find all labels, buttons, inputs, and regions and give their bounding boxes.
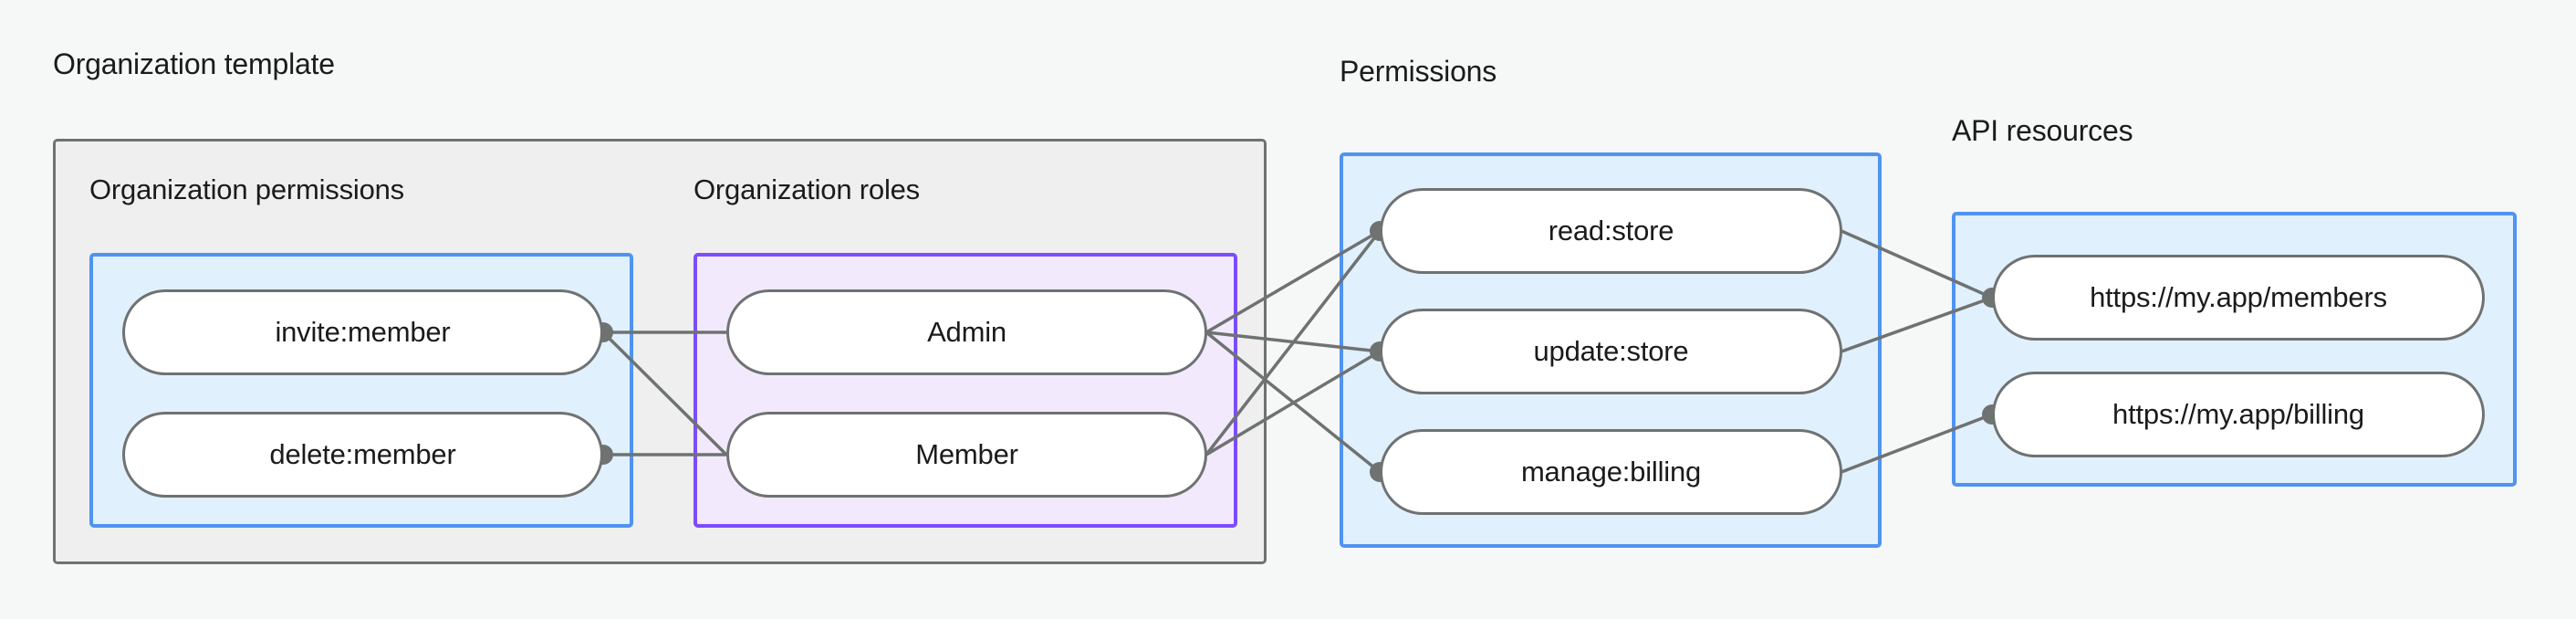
node-admin[interactable]: Admin xyxy=(726,289,1207,375)
group-label-organization-template: Organization template xyxy=(53,47,335,80)
section-title-organization-roles: Organization roles xyxy=(694,173,920,205)
group-label-permissions: Permissions xyxy=(1340,55,1497,88)
node-invite-member[interactable]: invite:member xyxy=(122,289,603,375)
node-update-store[interactable]: update:store xyxy=(1380,309,1842,394)
section-title-organization-permissions: Organization permissions xyxy=(89,173,404,205)
group-label-api-resources: API resources xyxy=(1952,114,2133,147)
node-delete-member[interactable]: delete:member xyxy=(122,412,603,498)
node-read-store[interactable]: read:store xyxy=(1380,188,1842,274)
node-billing-url[interactable]: https://my.app/billing xyxy=(1992,372,2485,457)
node-member[interactable]: Member xyxy=(726,412,1207,498)
node-manage-billing[interactable]: manage:billing xyxy=(1380,429,1842,515)
node-members-url[interactable]: https://my.app/members xyxy=(1992,255,2485,341)
